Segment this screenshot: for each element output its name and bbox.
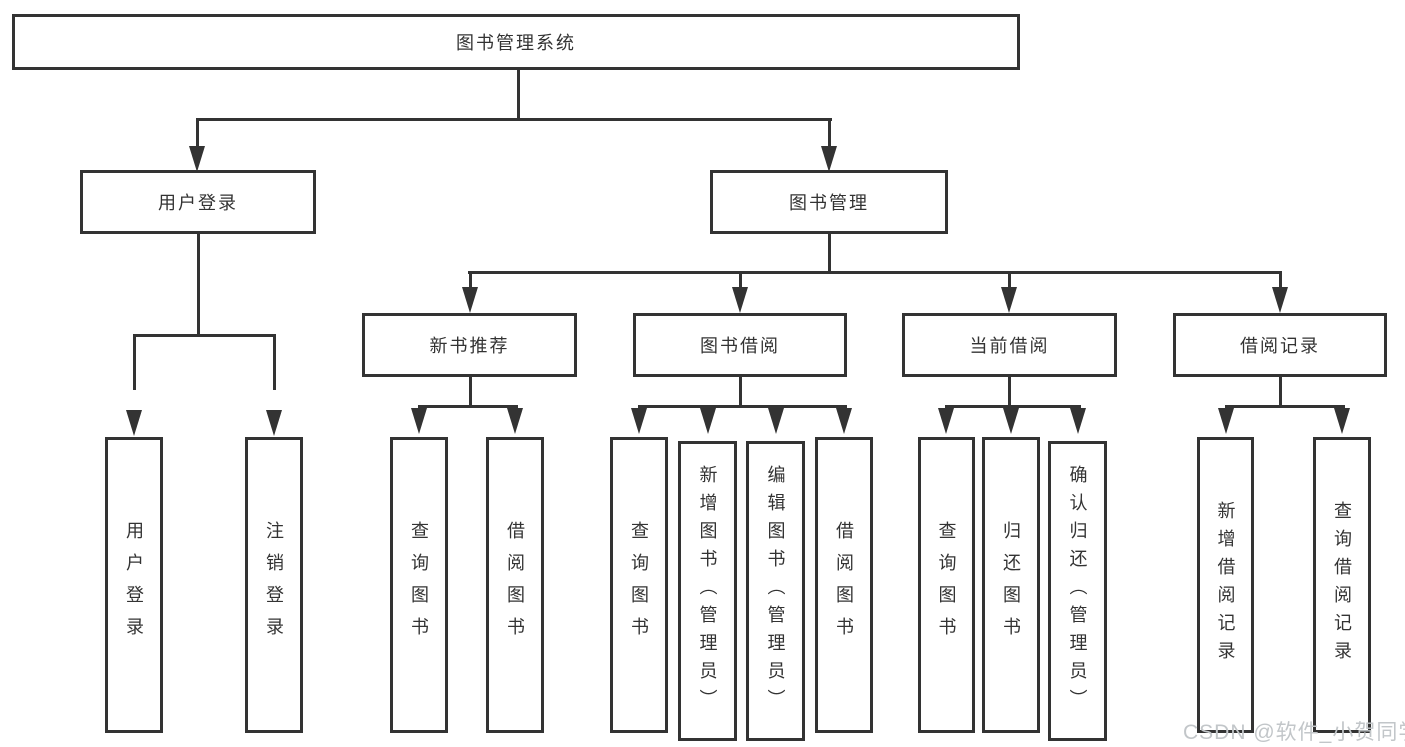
connector-line: [197, 234, 200, 336]
arrow-down-icon: [507, 408, 523, 434]
node-label: 图书管理: [789, 193, 869, 213]
arrow-down-icon: [189, 146, 205, 172]
leaf-label: 确认归还（管理员）: [1067, 465, 1088, 717]
leaf-label: 查询图书: [629, 521, 649, 649]
connector-line: [517, 70, 520, 120]
leaf-query-borrow-record: 查询借阅记录: [1313, 437, 1371, 733]
leaf-label: 查询图书: [936, 521, 957, 649]
arrow-down-icon: [700, 408, 716, 434]
leaf-query-book-current: 查询图书: [918, 437, 975, 733]
connector-line: [1279, 271, 1282, 291]
arrow-down-icon: [1001, 287, 1017, 313]
connector-line: [469, 376, 472, 407]
node-label: 图书管理系统: [456, 33, 576, 53]
connector-line: [739, 271, 742, 291]
connector-line: [945, 405, 1081, 408]
arrow-down-icon: [1334, 408, 1350, 434]
node-label: 当前借阅: [969, 336, 1050, 356]
leaf-user-login: 用户登录: [105, 437, 163, 733]
arrow-down-icon: [1272, 287, 1288, 313]
leaf-label: 借阅图书: [834, 521, 854, 649]
leaf-label: 查询借阅记录: [1332, 501, 1352, 669]
connector-line: [469, 271, 472, 291]
leaf-add-book-admin: 新增图书（管理员）: [678, 441, 737, 741]
node-label: 用户登录: [158, 193, 238, 213]
connector-line: [828, 118, 831, 150]
connector-line: [739, 376, 742, 407]
leaf-borrow-book-recommend: 借阅图书: [486, 437, 544, 733]
leaf-label: 归还图书: [1001, 521, 1021, 649]
node-book-borrow: 图书借阅: [633, 313, 847, 377]
arrow-down-icon: [462, 287, 478, 313]
node-label: 图书借阅: [700, 336, 780, 356]
node-user-login: 用户登录: [80, 170, 316, 234]
arrow-down-icon: [411, 408, 427, 434]
connector-line: [638, 405, 847, 408]
leaf-return-book: 归还图书: [982, 437, 1040, 733]
arrow-down-icon: [266, 410, 282, 436]
node-library-management-system: 图书管理系统: [12, 14, 1020, 70]
connector-line: [196, 118, 199, 150]
leaf-label: 注销登录: [264, 521, 284, 649]
connector-line: [196, 118, 832, 121]
arrow-down-icon: [768, 408, 784, 434]
arrow-down-icon: [1070, 408, 1086, 434]
csdn-watermark: CSDN @软件_小贺同学: [1183, 721, 1405, 744]
node-current-borrow: 当前借阅: [902, 313, 1117, 377]
arrow-down-icon: [1218, 408, 1234, 434]
connector-line: [1225, 405, 1345, 408]
leaf-label: 新增借阅记录: [1215, 501, 1236, 669]
leaf-borrow-book: 借阅图书: [815, 437, 873, 733]
connector-line: [1008, 271, 1011, 291]
connector-line: [133, 334, 136, 390]
arrow-down-icon: [836, 408, 852, 434]
arrow-down-icon: [938, 408, 954, 434]
node-borrow-record: 借阅记录: [1173, 313, 1387, 377]
arrow-down-icon: [1003, 408, 1019, 434]
connector-line: [1008, 376, 1011, 407]
leaf-label: 查询图书: [409, 521, 429, 649]
leaf-query-book-recommend: 查询图书: [390, 437, 448, 733]
leaf-label: 新增图书（管理员）: [697, 465, 718, 717]
leaf-edit-book-admin: 编辑图书（管理员）: [746, 441, 805, 741]
leaf-label: 用户登录: [124, 521, 144, 649]
node-new-book-recommend: 新书推荐: [362, 313, 577, 377]
leaf-add-borrow-record: 新增借阅记录: [1197, 437, 1254, 733]
arrow-down-icon: [631, 408, 647, 434]
arrow-down-icon: [732, 287, 748, 313]
connector-line: [418, 405, 518, 408]
leaf-confirm-return-admin: 确认归还（管理员）: [1048, 441, 1107, 741]
arrow-down-icon: [821, 146, 837, 172]
leaf-label: 编辑图书（管理员）: [765, 465, 786, 717]
connector-line: [828, 234, 831, 273]
connector-line: [273, 334, 276, 390]
leaf-query-book-borrow: 查询图书: [610, 437, 668, 733]
node-book-management: 图书管理: [710, 170, 948, 234]
leaf-label: 借阅图书: [505, 521, 525, 649]
connector-line: [1279, 376, 1282, 407]
leaf-logout-login: 注销登录: [245, 437, 303, 733]
connector-line: [468, 271, 1282, 274]
node-label: 借阅记录: [1240, 336, 1320, 356]
node-label: 新书推荐: [429, 336, 510, 356]
connector-line: [133, 334, 276, 337]
arrow-down-icon: [126, 410, 142, 436]
